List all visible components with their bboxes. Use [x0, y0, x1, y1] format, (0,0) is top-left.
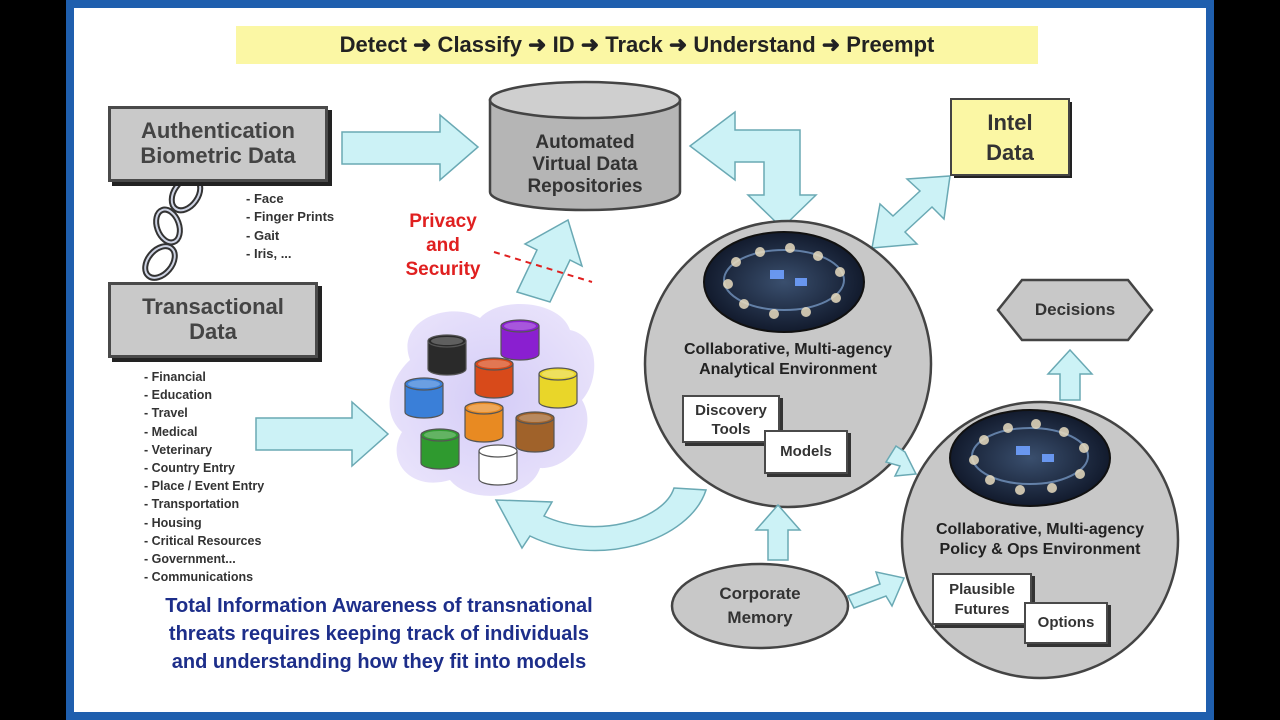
- arrow-feedback-curve: [494, 487, 708, 552]
- auth-line1: Authentication: [141, 118, 295, 143]
- models-label: Models: [780, 443, 832, 460]
- list-item: Financial: [144, 368, 264, 386]
- list-item: Housing: [144, 514, 264, 532]
- biometric-list: Face Finger Prints Gait Iris, ...: [246, 190, 334, 263]
- list-item: Communications: [144, 568, 264, 586]
- repo-line3: Repositories: [527, 176, 643, 197]
- list-item: Critical Resources: [144, 532, 264, 550]
- data-cylinder: [500, 319, 540, 361]
- intel-line1: Intel: [987, 110, 1033, 135]
- caption-line3: and understanding how they fit into mode…: [171, 651, 587, 673]
- analytical-environment-label: Collaborative, Multi-agency Analytical E…: [640, 340, 936, 380]
- transactional-data-box: Transactional Data: [108, 282, 318, 358]
- plausible-futures-box: Plausible Futures: [932, 573, 1032, 625]
- repository-label: Automated Virtual Data Repositories: [490, 132, 680, 198]
- privacy-line3: Security: [405, 259, 481, 280]
- arrow-analytical-intel: [871, 175, 951, 249]
- arrow-repo-analytical: [688, 110, 818, 230]
- repository-cylinder: [488, 80, 682, 212]
- arrow-analytical-to-policy: [884, 444, 918, 477]
- privacy-security-label: Privacy and Security: [388, 210, 498, 282]
- authentication-biometric-box: Authentication Biometric Data: [108, 106, 328, 182]
- corporate-memory-label: Corporate Memory: [672, 582, 848, 630]
- process-banner-text: Detect ➜ Classify ➜ ID ➜ Track ➜ Underst…: [339, 32, 935, 57]
- analytical-line1: Collaborative, Multi-agency: [683, 341, 893, 358]
- list-item: Medical: [144, 423, 264, 441]
- privacy-line1: Privacy: [409, 211, 477, 232]
- data-cylinders: [404, 319, 578, 486]
- plausible-line2: Futures: [954, 601, 1010, 618]
- plausible-line1: Plausible: [949, 581, 1015, 598]
- options-label: Options: [1037, 614, 1095, 631]
- auth-line2: Biometric Data: [140, 143, 296, 169]
- privacy-line2: and: [426, 235, 460, 256]
- repo-line1: Automated: [535, 132, 635, 153]
- chain-link-icon: [142, 174, 204, 281]
- list-item: Government...: [144, 550, 264, 568]
- list-item: Gait: [246, 227, 334, 245]
- transaction-list: Financial Education Travel Medical Veter…: [144, 368, 265, 586]
- list-item: Face: [246, 190, 334, 208]
- repo-line2: Virtual Data: [532, 154, 638, 175]
- list-item: Veterinary: [144, 441, 264, 459]
- data-cylinder: [427, 334, 467, 376]
- corporate-memory-ellipse: [670, 562, 850, 650]
- intel-line2: Data: [986, 140, 1034, 165]
- list-item: Travel: [144, 404, 264, 422]
- list-item: Place / Event Entry: [144, 477, 265, 495]
- options-box: Options: [1024, 602, 1108, 644]
- memory-line1: Corporate: [719, 584, 801, 603]
- models-box: Models: [764, 430, 848, 474]
- arrow-cloud-to-repo: [515, 218, 584, 303]
- policy-line1: Collaborative, Multi-agency: [935, 521, 1145, 538]
- memory-line2: Memory: [727, 608, 793, 627]
- decisions-label: Decisions: [1034, 300, 1116, 319]
- policy-line2: Policy & Ops Environment: [939, 541, 1141, 558]
- list-item: Transportation: [144, 495, 264, 513]
- data-cylinder: [515, 411, 555, 453]
- discovery-tools-box: Discovery Tools: [682, 395, 780, 443]
- discovery-line2: Tools: [711, 421, 751, 438]
- data-cylinder: [464, 401, 504, 443]
- intel-data-box: Intel Data: [950, 98, 1070, 176]
- list-item: Country Entry: [144, 459, 264, 477]
- decisions-hexagon: [996, 278, 1154, 342]
- list-item: Finger Prints: [246, 208, 334, 226]
- caption: Total Information Awareness of transnati…: [84, 592, 674, 676]
- analytical-line2: Analytical Environment: [699, 361, 877, 378]
- data-cylinder: [404, 377, 444, 419]
- data-cylinder: [420, 428, 460, 470]
- data-cylinder: [478, 444, 518, 486]
- data-cylinder: [538, 367, 578, 409]
- caption-line2: threats requires keeping track of indivi…: [168, 623, 590, 645]
- transactional-line1: Transactional: [142, 294, 284, 319]
- discovery-line1: Discovery: [695, 402, 767, 419]
- arrow-memory-to-analytical: [754, 503, 802, 561]
- list-item: Education: [144, 386, 264, 404]
- arrow-memory-to-policy: [846, 570, 906, 609]
- arrow-auth-to-repo: [341, 113, 480, 182]
- data-cylinder: [474, 357, 514, 399]
- arrow-transactions-to-cloud: [255, 400, 390, 468]
- arrow-to-decisions: [1046, 348, 1094, 401]
- caption-line1: Total Information Awareness of transnati…: [165, 595, 593, 617]
- policy-environment-label: Collaborative, Multi-agency Policy & Ops…: [898, 520, 1182, 560]
- banner-background: [236, 26, 1038, 64]
- transactional-line2: Data: [189, 319, 237, 345]
- list-item: Iris, ...: [246, 245, 334, 263]
